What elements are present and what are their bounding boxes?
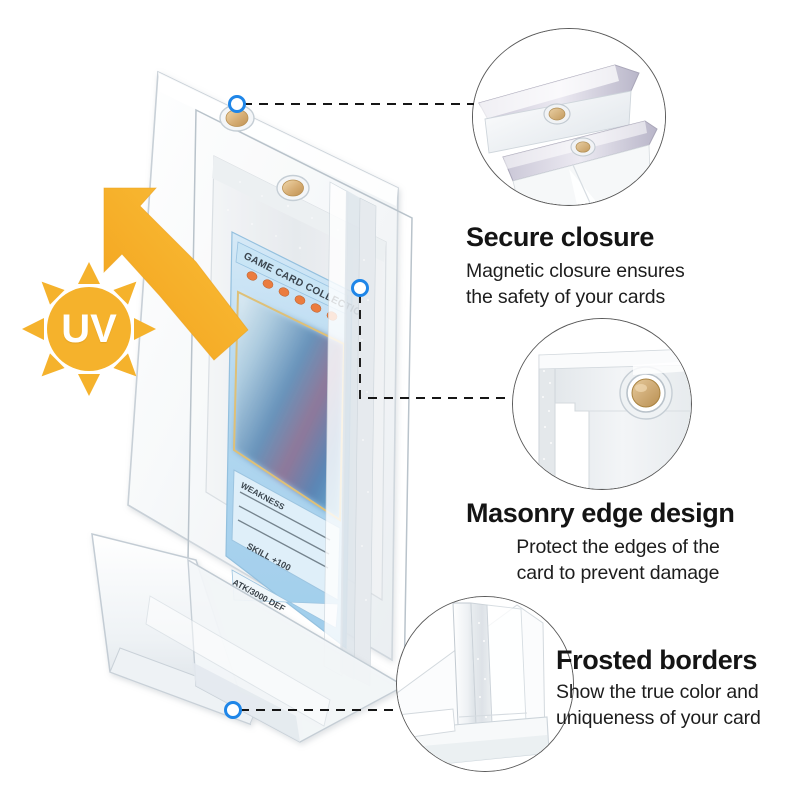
callout-secure-closure: Secure closure Magnetic closure ensures … [466,222,796,310]
callout-3-body: Show the true color and uniqueness of yo… [556,680,800,731]
callout-2-body: Protect the edges of the card to prevent… [466,535,796,586]
callout-1-body-line-1: Magnetic closure ensures [466,260,685,283]
sun-icon [22,262,156,396]
product-photo: GAME CARD COLLECTION WEAKNESS SKILL +100… [91,70,413,743]
uv-badge-label: UV [61,306,117,351]
callout-masonry-edge-design: Masonry edge design Protect the edges of… [466,498,796,586]
callout-1-body-line-2: the safety of your cards [466,285,666,308]
inset-masonry-edge [512,318,692,490]
uv-sun-badge: UV [22,262,156,396]
uv-deflection-arrow [103,187,249,361]
inset-secure-closure [472,28,666,206]
callout-1-body: Magnetic closure ensures the safety of y… [466,259,796,310]
trading-card: GAME CARD COLLECTION WEAKNESS SKILL +100… [225,231,370,650]
callout-2-title: Masonry edge design [466,498,735,528]
callout-3-title: Frosted borders [556,645,758,675]
magnet-disc-upper [219,104,255,132]
callout-3-body-line-2: uniqueness of your card [556,706,761,729]
case-front-panel [187,108,413,688]
callout-3-body-line-1: Show the true color and [556,681,759,704]
magnet-disc-lower [276,174,310,202]
callout-frosted-borders: Frosted borders Show the true color and … [556,645,800,731]
callout-2-body-line-2: card to prevent damage [516,561,720,584]
inset-frosted-borders [396,596,574,772]
callout-2-body-line-1: Protect the edges of the [516,536,720,559]
callout-1-title: Secure closure [466,222,655,252]
case-stand-base [91,533,406,743]
